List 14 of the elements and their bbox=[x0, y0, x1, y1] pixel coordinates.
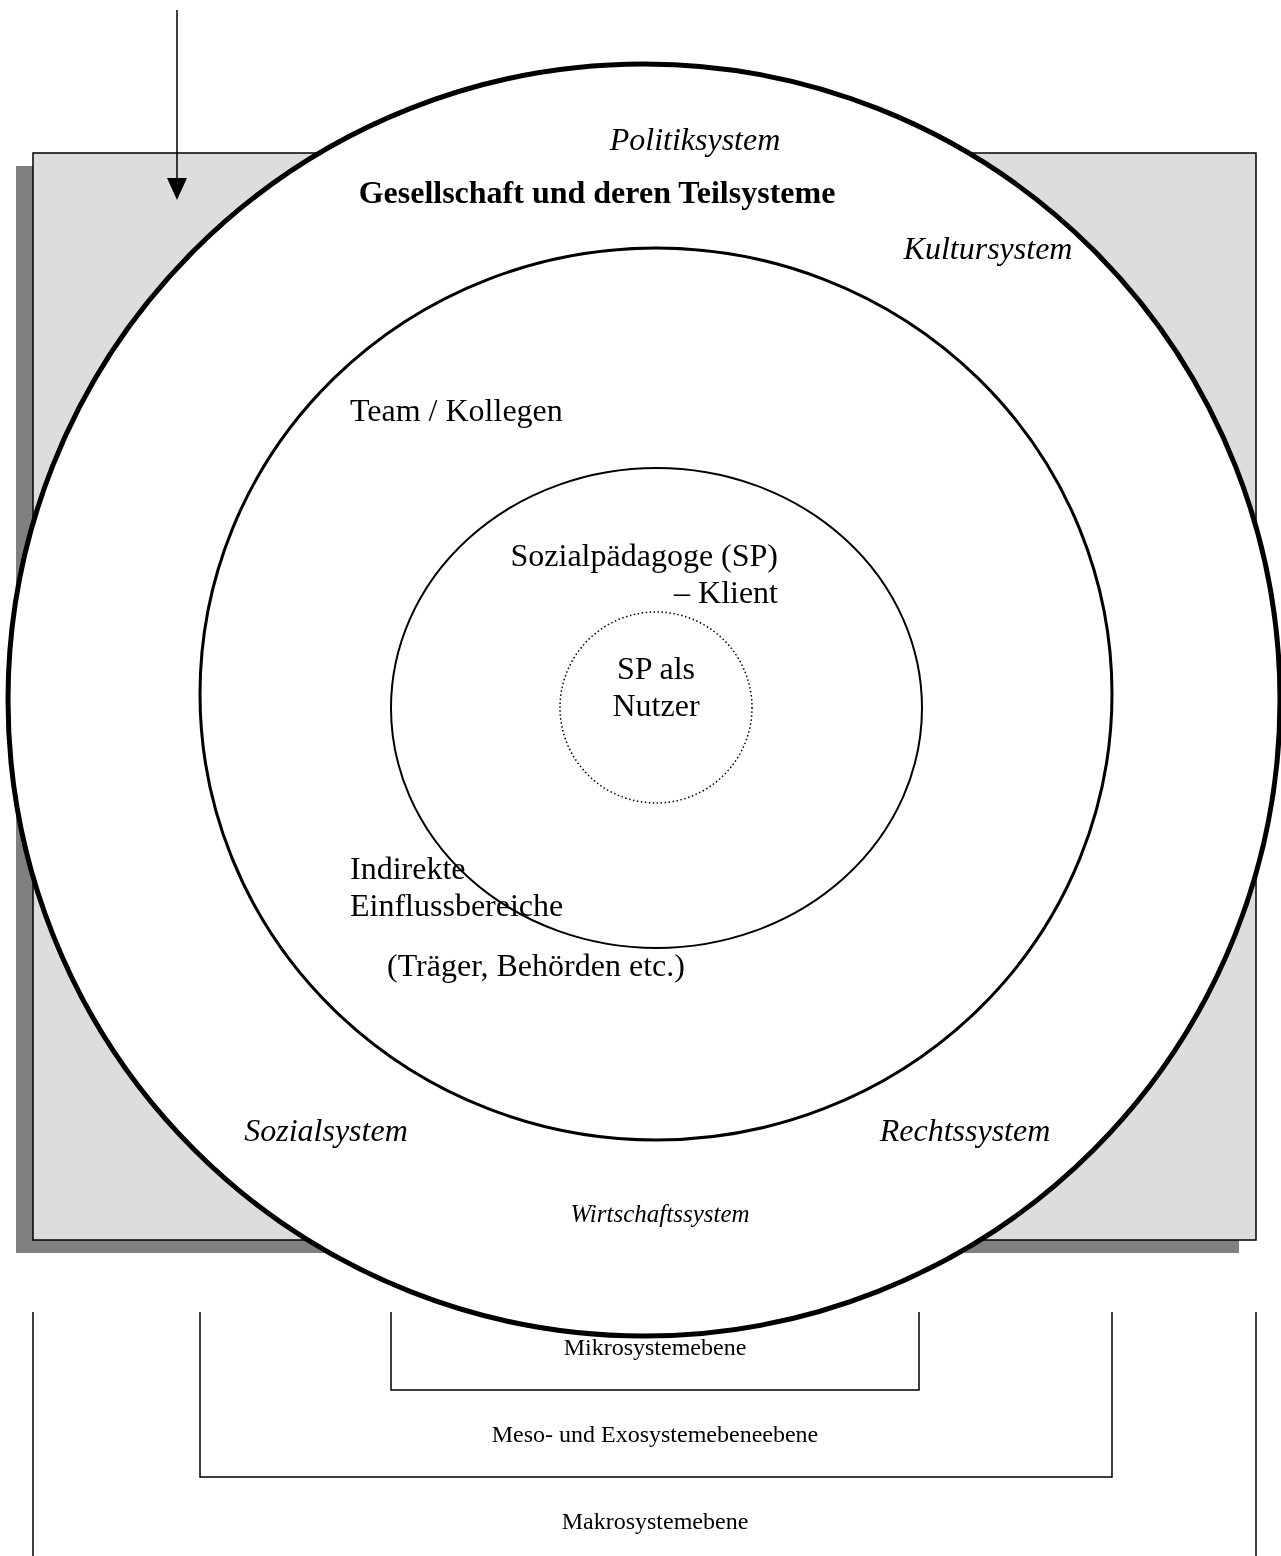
dotted-circle bbox=[560, 612, 752, 803]
system-label: Wirtschaftssystem bbox=[569, 1200, 751, 1229]
system-label: Kultursystem bbox=[902, 230, 1074, 267]
level-label: Mikrosystemebene bbox=[562, 1334, 748, 1362]
node-label: SP als Nutzer bbox=[611, 650, 701, 724]
system-label: Rechtssystem bbox=[878, 1112, 1052, 1149]
heading: Gesellschaft und deren Teilsysteme bbox=[357, 174, 837, 211]
area-label: Team / Kollegen bbox=[350, 392, 564, 429]
node-label: Sozialpädagoge (SP) – Klient bbox=[509, 537, 778, 611]
system-label: Politiksystem bbox=[608, 121, 782, 158]
area-label: (Träger, Behörden etc.) bbox=[387, 947, 686, 984]
level-label: Makrosystemebene bbox=[560, 1508, 750, 1536]
system-label: Sozialsystem bbox=[243, 1112, 409, 1149]
level-label: Meso- und Exosystemebeneebene bbox=[490, 1421, 820, 1449]
